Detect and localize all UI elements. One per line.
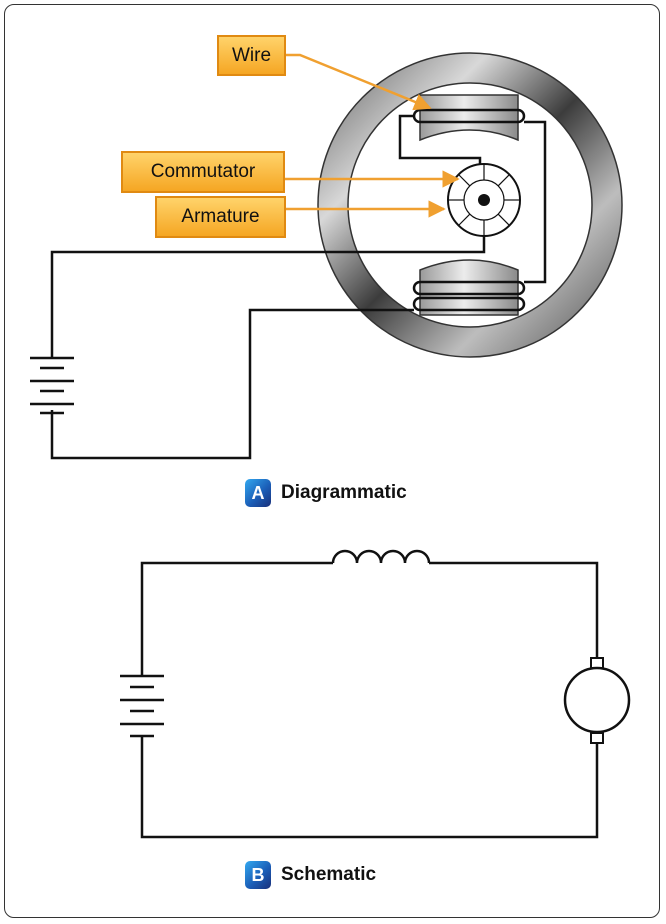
wire-label: Wire [231,44,272,66]
leader-lines [285,53,460,218]
armature [447,163,521,237]
circuit-b-wires [140,561,599,839]
commutator-label: Commutator [150,161,256,182]
armature-callout: Armature [155,196,286,238]
circuit-a-wires [50,236,486,460]
armature-label: Armature [181,206,260,227]
wire-callout: Wire [217,35,286,76]
figure-frame [4,4,660,918]
inductor-coil [331,549,431,564]
caption-a: A Diagrammatic [245,479,407,507]
wire-leader [286,53,432,111]
battery-b [120,674,164,738]
battery-a [30,356,74,415]
caption-a-badge: A [245,479,271,507]
bottom-field-winding [412,280,526,312]
caption-b: B Schematic [245,861,376,889]
caption-b-text: Schematic [281,864,377,885]
bottom-pole-piece [419,259,519,316]
caption-b-badge: B [245,861,271,889]
motor-symbol [563,657,631,744]
commutator-callout: Commutator [121,151,285,193]
caption-a-text: Diagrammatic [281,482,407,503]
top-pole-piece [419,94,519,142]
